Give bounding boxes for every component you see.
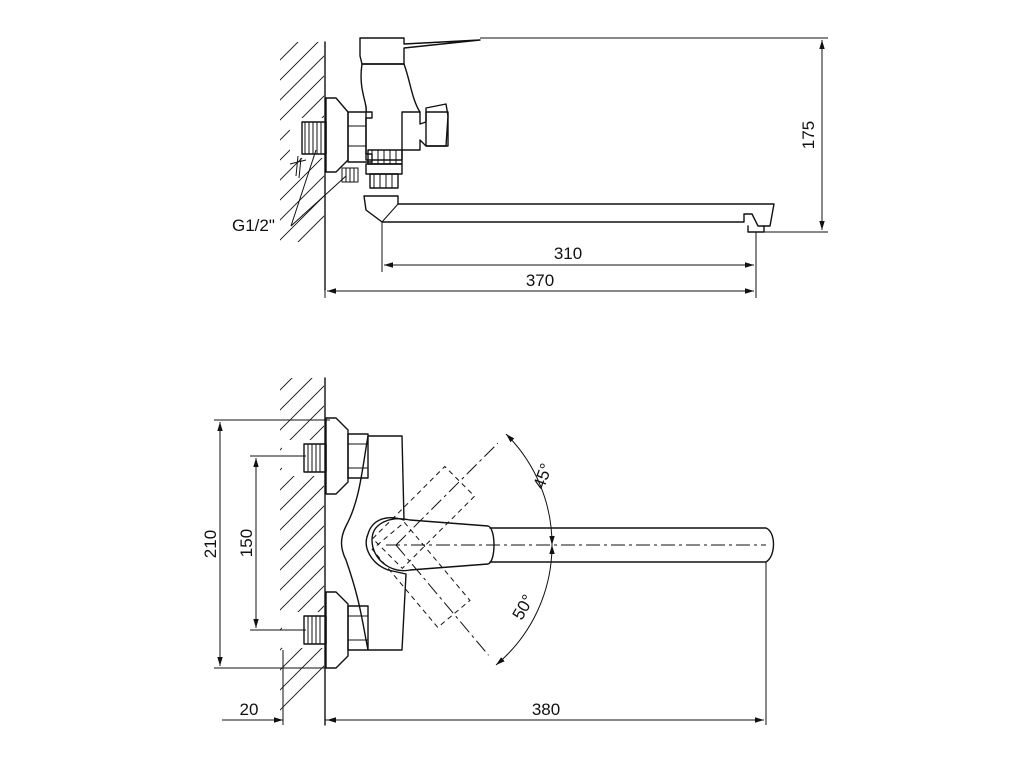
label-angle-up: 45° bbox=[530, 461, 557, 492]
label-thread-size: G1/2" bbox=[232, 216, 275, 235]
spout-top bbox=[489, 527, 775, 563]
handle-swing-down bbox=[371, 521, 489, 656]
label-inlet-spacing: 150 bbox=[237, 529, 256, 557]
top-view: 45° 50° 210 150 20 380 bbox=[201, 377, 775, 726]
label-wall-offset: 20 bbox=[240, 700, 259, 719]
handle-swing-up bbox=[371, 442, 499, 570]
label-body-width: 210 bbox=[201, 530, 220, 558]
spout-side bbox=[363, 195, 775, 227]
side-view: 175 310 370 G1/2" bbox=[232, 37, 828, 298]
label-height: 175 bbox=[799, 121, 818, 149]
outlet-nut-side bbox=[365, 163, 403, 175]
inlet-thread-side bbox=[289, 121, 327, 179]
inlet-upper-top bbox=[303, 417, 369, 495]
label-total-length: 370 bbox=[526, 271, 554, 290]
label-projection: 380 bbox=[532, 700, 560, 719]
wall-flange-side bbox=[325, 97, 349, 173]
mixer-body-side bbox=[360, 63, 421, 161]
label-spout-reach: 310 bbox=[554, 244, 582, 263]
angle-arc-up bbox=[505, 433, 555, 546]
diverter-knob-side bbox=[401, 103, 449, 151]
angle-arc-down bbox=[495, 544, 555, 666]
lever-handle-side bbox=[359, 37, 481, 65]
mixer-body-top bbox=[340, 435, 407, 651]
thread-leader-line bbox=[290, 149, 317, 227]
aerator-side bbox=[747, 225, 765, 233]
